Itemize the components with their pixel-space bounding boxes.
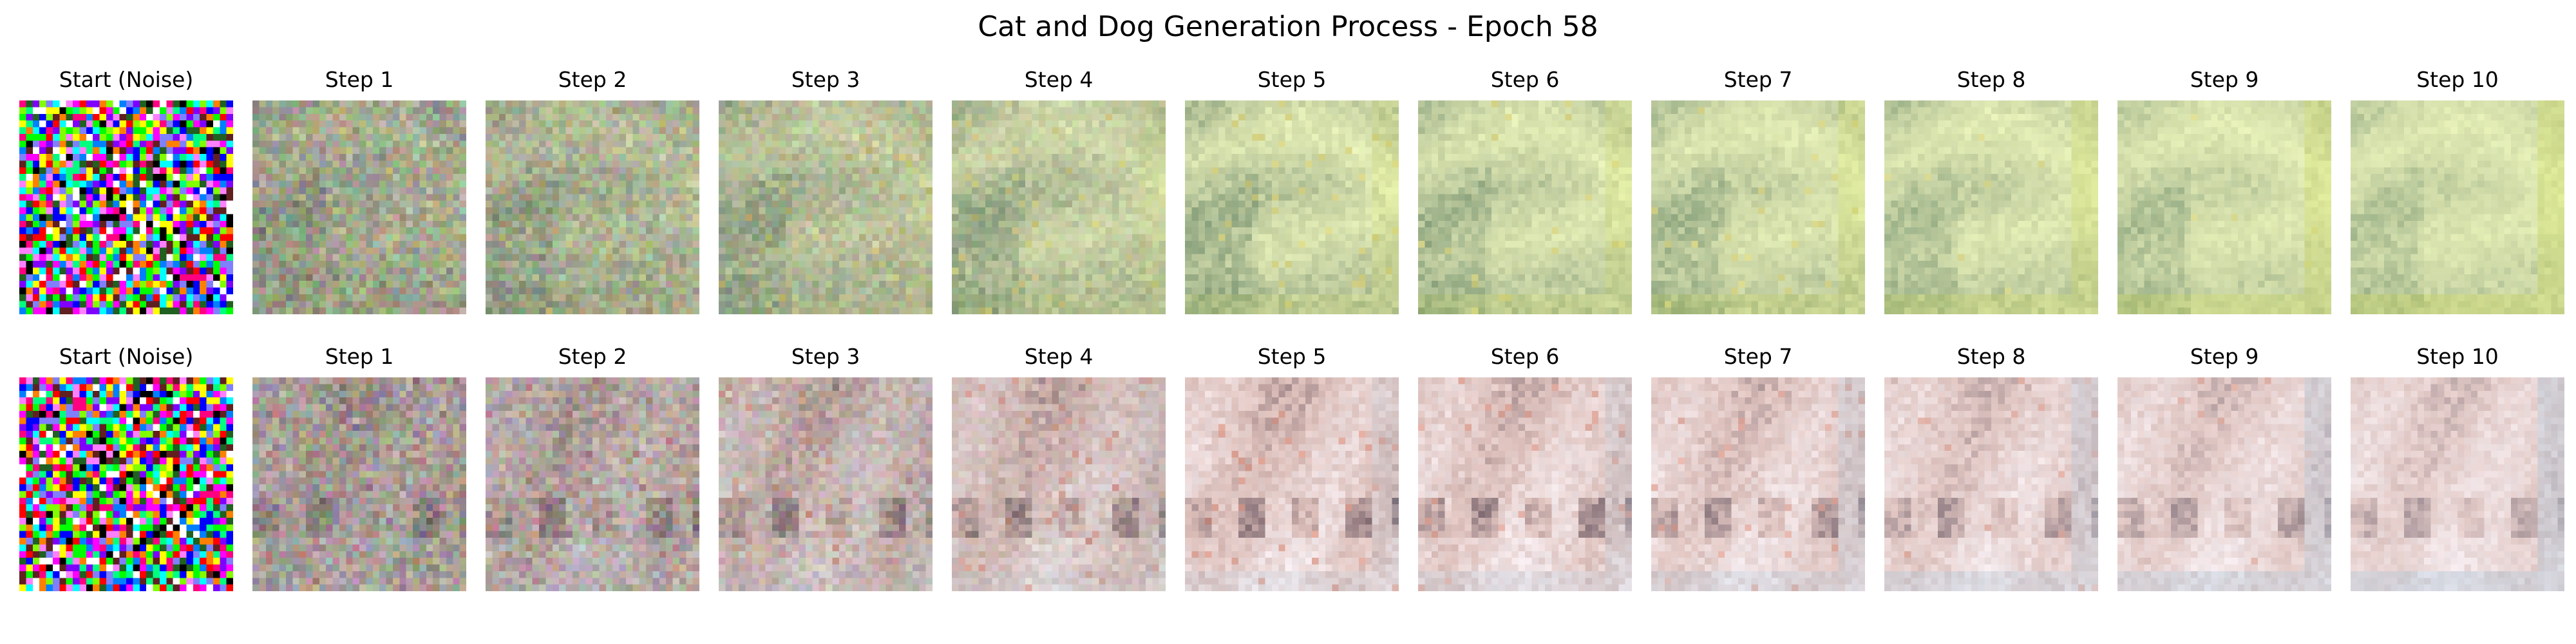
generated-image: [1651, 100, 1865, 314]
panel-label: Step 5: [1257, 344, 1327, 369]
generated-image: [2351, 377, 2564, 591]
panel-label: Step 2: [558, 344, 627, 369]
generated-image: [1418, 377, 1632, 591]
noise-image: [19, 100, 233, 314]
noise-image: [19, 377, 233, 591]
generated-image: [1884, 377, 2098, 591]
generated-image: [252, 377, 466, 591]
panel-label: Step 9: [2190, 67, 2259, 92]
generation-panel: Step 4: [952, 341, 1166, 612]
generation-panel: Step 8: [1884, 341, 2098, 612]
generation-panel: Step 3: [719, 64, 933, 335]
generated-image: [1651, 377, 1865, 591]
generated-image: [952, 377, 1166, 591]
panel-label: Start (Noise): [59, 344, 194, 369]
panel-label: Step 8: [1956, 344, 2026, 369]
generated-image: [952, 100, 1166, 314]
generation-panel: Step 9: [2117, 341, 2331, 612]
panel-label: Step 6: [1490, 67, 1560, 92]
generation-panel: Start (Noise): [19, 64, 233, 335]
panel-label: Step 3: [791, 344, 860, 369]
panel-label: Step 3: [791, 67, 860, 92]
panel-label: Step 1: [325, 344, 394, 369]
panel-label: Step 7: [1723, 67, 1793, 92]
panel-label: Step 6: [1490, 344, 1560, 369]
generation-panel: Step 8: [1884, 64, 2098, 335]
generation-panel: Step 5: [1185, 64, 1399, 335]
generation-panel: Step 7: [1651, 341, 1865, 612]
panel-label: Step 8: [1956, 67, 2026, 92]
panel-label: Step 4: [1024, 344, 1094, 369]
generated-image: [1185, 100, 1399, 314]
panel-label: Step 1: [325, 67, 394, 92]
generated-image: [1884, 100, 2098, 314]
generated-image: [252, 100, 466, 314]
generated-image: [719, 377, 933, 591]
generation-panel: Step 10: [2351, 341, 2564, 612]
panel-label: Start (Noise): [59, 67, 194, 92]
panel-label: Step 9: [2190, 344, 2259, 369]
generation-panel: Step 6: [1418, 64, 1632, 335]
generated-image: [2117, 100, 2331, 314]
generated-image: [486, 100, 699, 314]
generation-panel: Step 3: [719, 341, 933, 612]
generated-image: [1185, 377, 1399, 591]
generation-panel: Step 4: [952, 64, 1166, 335]
generated-image: [1418, 100, 1632, 314]
panel-label: Step 7: [1723, 344, 1793, 369]
figure-title: Cat and Dog Generation Process - Epoch 5…: [978, 10, 1598, 43]
generation-row-2: Start (Noise) Step 1 Step 2 Step 3 Step 4 Ste…: [0, 341, 2576, 612]
generated-image: [2351, 100, 2564, 314]
generation-panel: Step 2: [486, 341, 699, 612]
panel-label: Step 5: [1257, 67, 1327, 92]
generation-panel: Step 1: [252, 341, 466, 612]
generation-panel: Step 2: [486, 64, 699, 335]
generated-image: [2117, 377, 2331, 591]
generation-row-1: Start (Noise) Step 1 Step 2 Step 3 Step 4 Ste…: [0, 64, 2576, 335]
generation-panel: Step 5: [1185, 341, 1399, 612]
generation-panel: Step 9: [2117, 64, 2331, 335]
generation-panel: Step 1: [252, 64, 466, 335]
panel-label: Step 4: [1024, 67, 1094, 92]
generated-image: [719, 100, 933, 314]
generation-panel: Step 6: [1418, 341, 1632, 612]
generated-image: [486, 377, 699, 591]
generation-panel: Step 7: [1651, 64, 1865, 335]
generation-panel: Start (Noise): [19, 341, 233, 612]
generation-panel: Step 10: [2351, 64, 2564, 335]
panel-label: Step 10: [2416, 344, 2499, 369]
panel-label: Step 10: [2416, 67, 2499, 92]
panel-label: Step 2: [558, 67, 627, 92]
